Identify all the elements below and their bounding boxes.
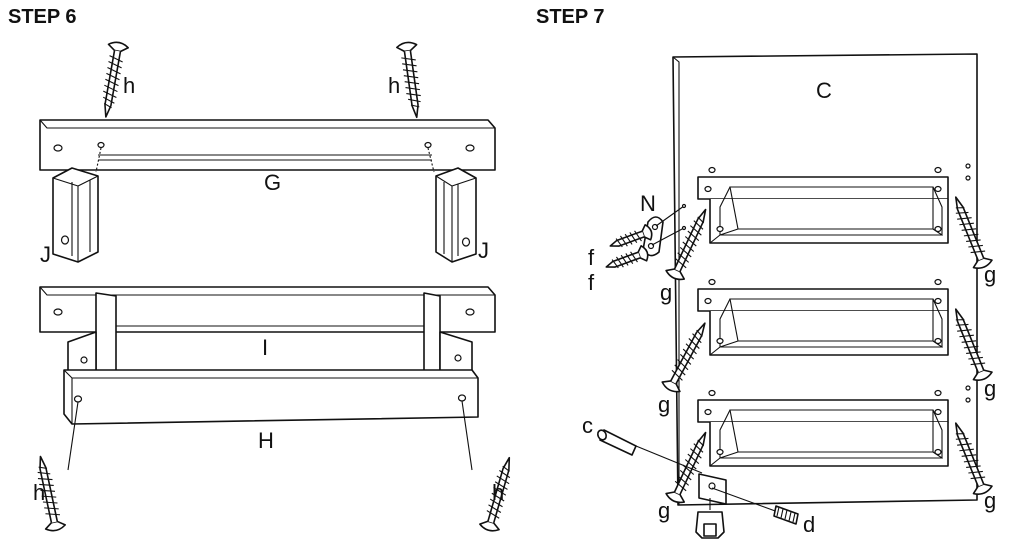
step7-title: STEP 7 [536, 6, 605, 28]
label-h-bottom-left: h [33, 480, 45, 505]
label-j-left: J [40, 242, 51, 267]
board-g [39, 119, 496, 173]
screw-f-2-icon [602, 243, 651, 276]
label-c-panel: C [816, 78, 832, 103]
label-c-small: c [582, 413, 593, 438]
block-j-right [435, 167, 477, 263]
label-d: d [803, 512, 815, 537]
label-g-6: g [984, 488, 996, 513]
step6-title: STEP 6 [8, 6, 77, 28]
label-g-5: g [658, 498, 670, 523]
label-g-3: g [658, 392, 670, 417]
label-h-top-right: h [388, 73, 400, 98]
label-g-1: g [660, 280, 672, 305]
label-n: N [640, 191, 656, 216]
label-h-bottom-right: h [492, 480, 504, 505]
label-f-2: f [588, 270, 595, 295]
board-h [63, 369, 479, 471]
panel-c [672, 53, 978, 506]
label-g-4: g [984, 376, 996, 401]
label-h-top-left: h [123, 73, 135, 98]
wall-bracket [695, 473, 779, 539]
tray-i [39, 286, 496, 375]
shelf-tray-middle [697, 278, 949, 356]
screw-d-icon [773, 505, 799, 525]
shelf-tray-bottom [697, 389, 949, 467]
step6-group: STEP 6 h h G J [8, 6, 520, 534]
label-g-2: g [984, 262, 996, 287]
label-h-part: H [258, 428, 274, 453]
step7-group: STEP 7 C [536, 6, 996, 539]
label-i: I [262, 335, 268, 360]
dowel-c [597, 429, 703, 474]
label-g: G [264, 170, 281, 195]
shelf-tray-top [697, 166, 949, 244]
screw-h-top-right-icon [395, 40, 428, 120]
label-f-1: f [588, 245, 595, 270]
block-j-left [52, 167, 99, 263]
label-j-right: J [478, 238, 489, 263]
